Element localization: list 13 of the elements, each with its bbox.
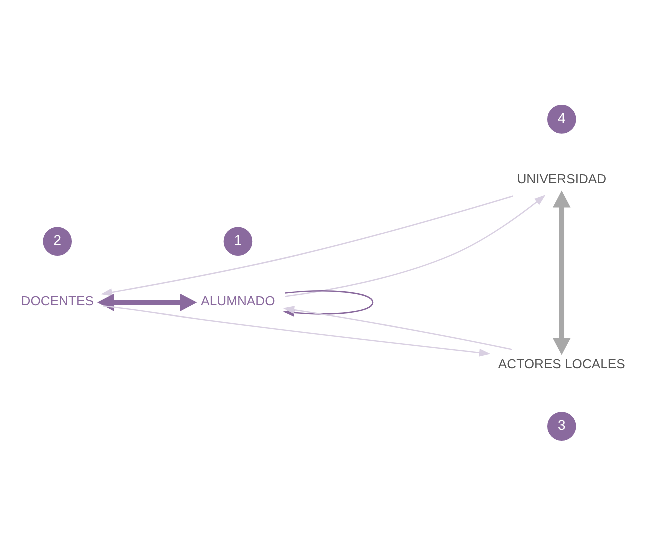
node-text: UNIVERSIDAD xyxy=(517,172,607,187)
arrow xyxy=(284,195,546,298)
node-circle: 3 xyxy=(548,412,576,441)
node-circle: 1 xyxy=(224,227,253,256)
node-text: ACTORES LOCALES xyxy=(498,356,626,372)
node-circle: 2 xyxy=(43,227,72,256)
node-text: DOCENTES xyxy=(21,294,94,309)
arrow xyxy=(97,294,198,312)
node-text: ALUMNADO xyxy=(201,294,276,309)
arrow xyxy=(103,305,491,357)
node-circle: 4 xyxy=(548,105,576,134)
arrow xyxy=(552,190,571,356)
arrow xyxy=(101,196,514,296)
